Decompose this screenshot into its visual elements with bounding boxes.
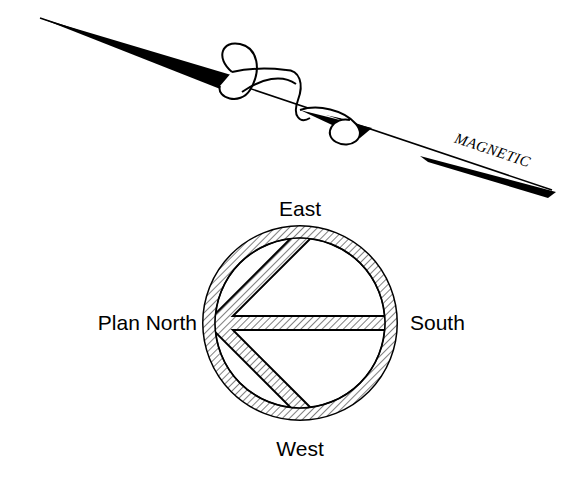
direction-label: West bbox=[276, 437, 323, 461]
direction-label: Plan North bbox=[98, 311, 197, 335]
needle-label: MAGNETIC bbox=[452, 129, 532, 170]
plan-north-arrow bbox=[209, 232, 392, 414]
magnetic-needle bbox=[40, 18, 556, 198]
direction-label: South bbox=[410, 311, 465, 335]
direction-label: East bbox=[279, 197, 321, 221]
